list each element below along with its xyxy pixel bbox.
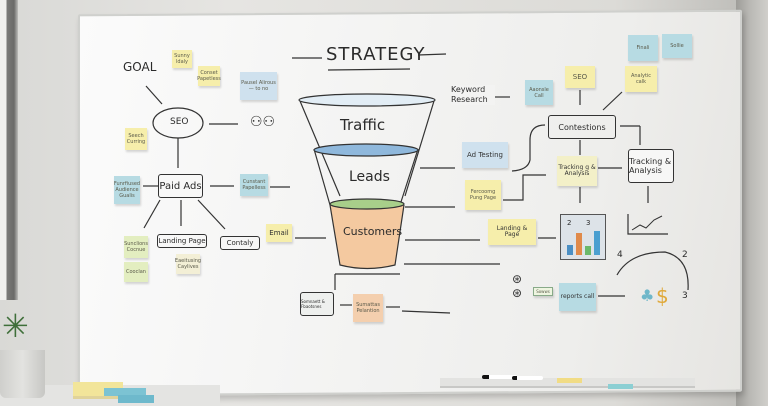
tracking-note: Tracking g & Analysis bbox=[557, 156, 597, 186]
sticky-note: Cunstant Papelless bbox=[240, 174, 268, 196]
cycle-2: 2 bbox=[682, 250, 688, 260]
email-note: Email bbox=[266, 224, 292, 242]
sticky-note: Cooclan bbox=[124, 262, 148, 282]
marker-tray bbox=[440, 378, 695, 388]
sticky-note: Sowws bbox=[533, 287, 553, 296]
people-icon: ⚇⚇ bbox=[250, 114, 276, 130]
funnel-leads: Leads bbox=[349, 169, 390, 185]
reports-note: reports call bbox=[559, 283, 596, 311]
funnel-traffic: Traffic bbox=[340, 116, 386, 134]
eraser-yellow[interactable] bbox=[557, 378, 582, 383]
marker[interactable] bbox=[482, 375, 517, 379]
plant-pot bbox=[0, 350, 45, 398]
sticky-note: Aaonsle Call bbox=[525, 80, 553, 105]
sticky-note: Eaeitusing Caylives bbox=[175, 254, 201, 274]
eraser-blue[interactable] bbox=[608, 384, 633, 389]
sticky-note: Funrfiused Audience Gualis bbox=[114, 176, 140, 204]
seo-label: SEO bbox=[170, 117, 189, 127]
tracking-analysis-box: Tracking & Analysis bbox=[628, 149, 674, 183]
marker[interactable] bbox=[512, 376, 543, 380]
funnel-customers: Customers bbox=[343, 225, 403, 238]
sticky-note: Sumattas Pelantion bbox=[353, 294, 383, 322]
sticky-note: Sollie bbox=[662, 34, 692, 58]
landing-page-box: Landing Page bbox=[157, 234, 207, 248]
summary-box: Somnaett & Fbaotsnes bbox=[300, 292, 334, 316]
sticky-note: Finali bbox=[628, 35, 658, 61]
ad-testing-note: Ad Testing bbox=[462, 142, 508, 168]
bar-chart: 2 3 bbox=[560, 214, 606, 260]
dollar-icon: $ bbox=[656, 284, 669, 308]
paid-ads-box: Paid Ads bbox=[158, 174, 203, 198]
chart-label-2: 2 bbox=[567, 219, 572, 227]
plant-icon: ✳ bbox=[2, 307, 29, 345]
sticky-note: SEO bbox=[565, 66, 595, 88]
sticky-note: Pausel Alirous — to no bbox=[240, 72, 277, 100]
contaly-box: Contaly bbox=[220, 236, 260, 250]
lock-icon: ⊛⊛ bbox=[512, 272, 523, 300]
tree-icon: ♣ bbox=[640, 286, 655, 305]
window-frame bbox=[0, 0, 18, 300]
goal-label: GOAL bbox=[123, 60, 157, 74]
sticky-note: Seech Curring bbox=[125, 128, 147, 150]
sticky-note: Conset Papetless bbox=[197, 66, 221, 86]
cycle-3: 3 bbox=[682, 291, 688, 301]
sticky-note: Analytic calk bbox=[625, 66, 657, 92]
contestions-box: Contestions bbox=[548, 115, 616, 139]
sticky-note: Sunclions Cocnue bbox=[124, 236, 148, 258]
sticky-pad-blue-2[interactable] bbox=[118, 395, 154, 403]
title: STRATEGY bbox=[326, 44, 426, 65]
keyword-research: Keyword Research bbox=[451, 85, 495, 105]
sticky-pad-blue[interactable] bbox=[104, 388, 146, 396]
cycle-4: 4 bbox=[617, 250, 623, 260]
landing-note: Landing & Page bbox=[488, 219, 536, 245]
chart-label-3: 3 bbox=[586, 219, 591, 227]
sticky-note: Sunny ldaly bbox=[172, 50, 192, 68]
sticky-note: Fercoomg Pung Page bbox=[465, 180, 501, 210]
